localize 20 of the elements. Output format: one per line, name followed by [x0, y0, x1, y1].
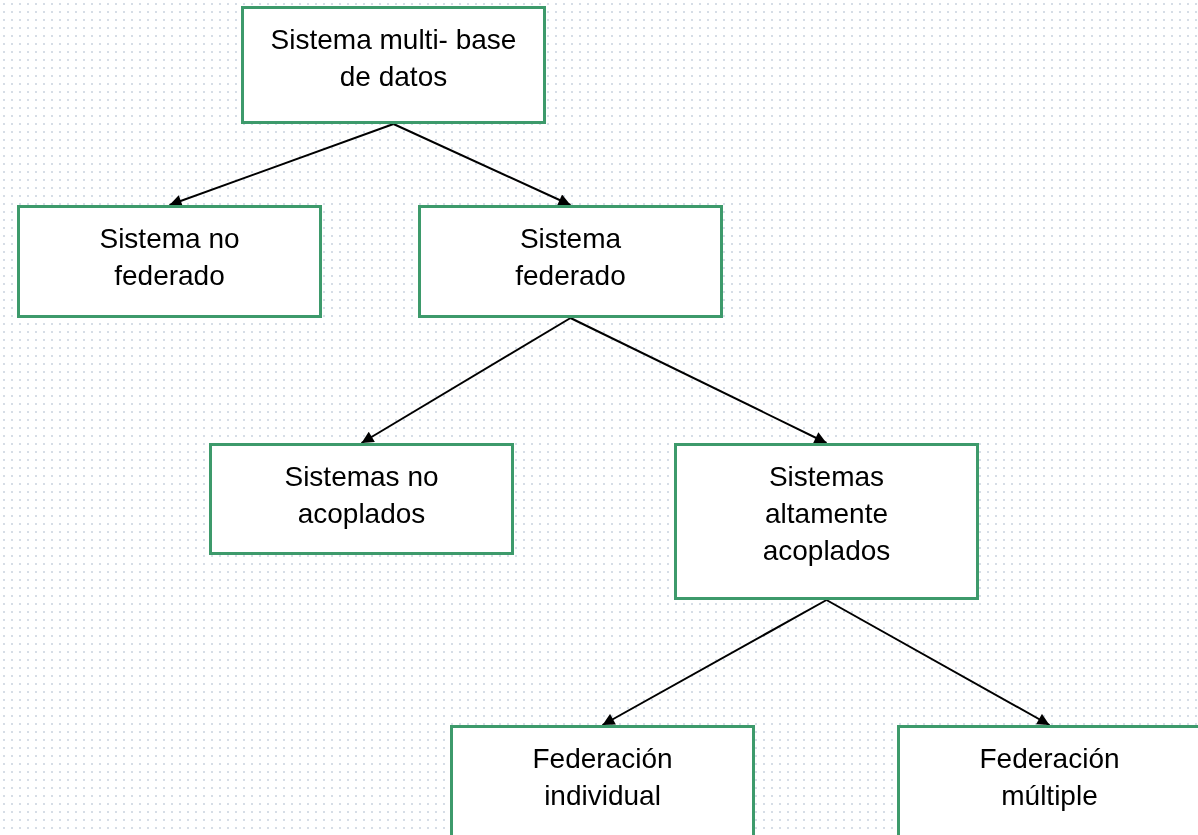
process-box: [450, 725, 755, 835]
arrow: [601, 599, 828, 726]
node-label: Sistemas no acoplados: [283, 460, 440, 531]
node-label: Sistema federado: [514, 222, 627, 293]
arrow: [168, 123, 395, 207]
node-label: Sistema multi- base de datos: [269, 23, 518, 94]
process-box: [17, 205, 322, 318]
node-label: Federación múltiple: [978, 742, 1121, 813]
process-box: [209, 443, 514, 555]
process-box: [897, 725, 1198, 835]
process-box: [418, 205, 723, 318]
arrow: [825, 599, 1051, 726]
arrow: [392, 123, 572, 206]
node-label: Federación individual: [531, 742, 674, 813]
process-box: [674, 443, 979, 600]
process-box: [241, 6, 546, 124]
node-label: Sistemas altamente acoplados: [761, 460, 892, 568]
arrow: [569, 317, 828, 444]
node-label: Sistema no federado: [98, 222, 241, 293]
arrow: [360, 317, 572, 444]
